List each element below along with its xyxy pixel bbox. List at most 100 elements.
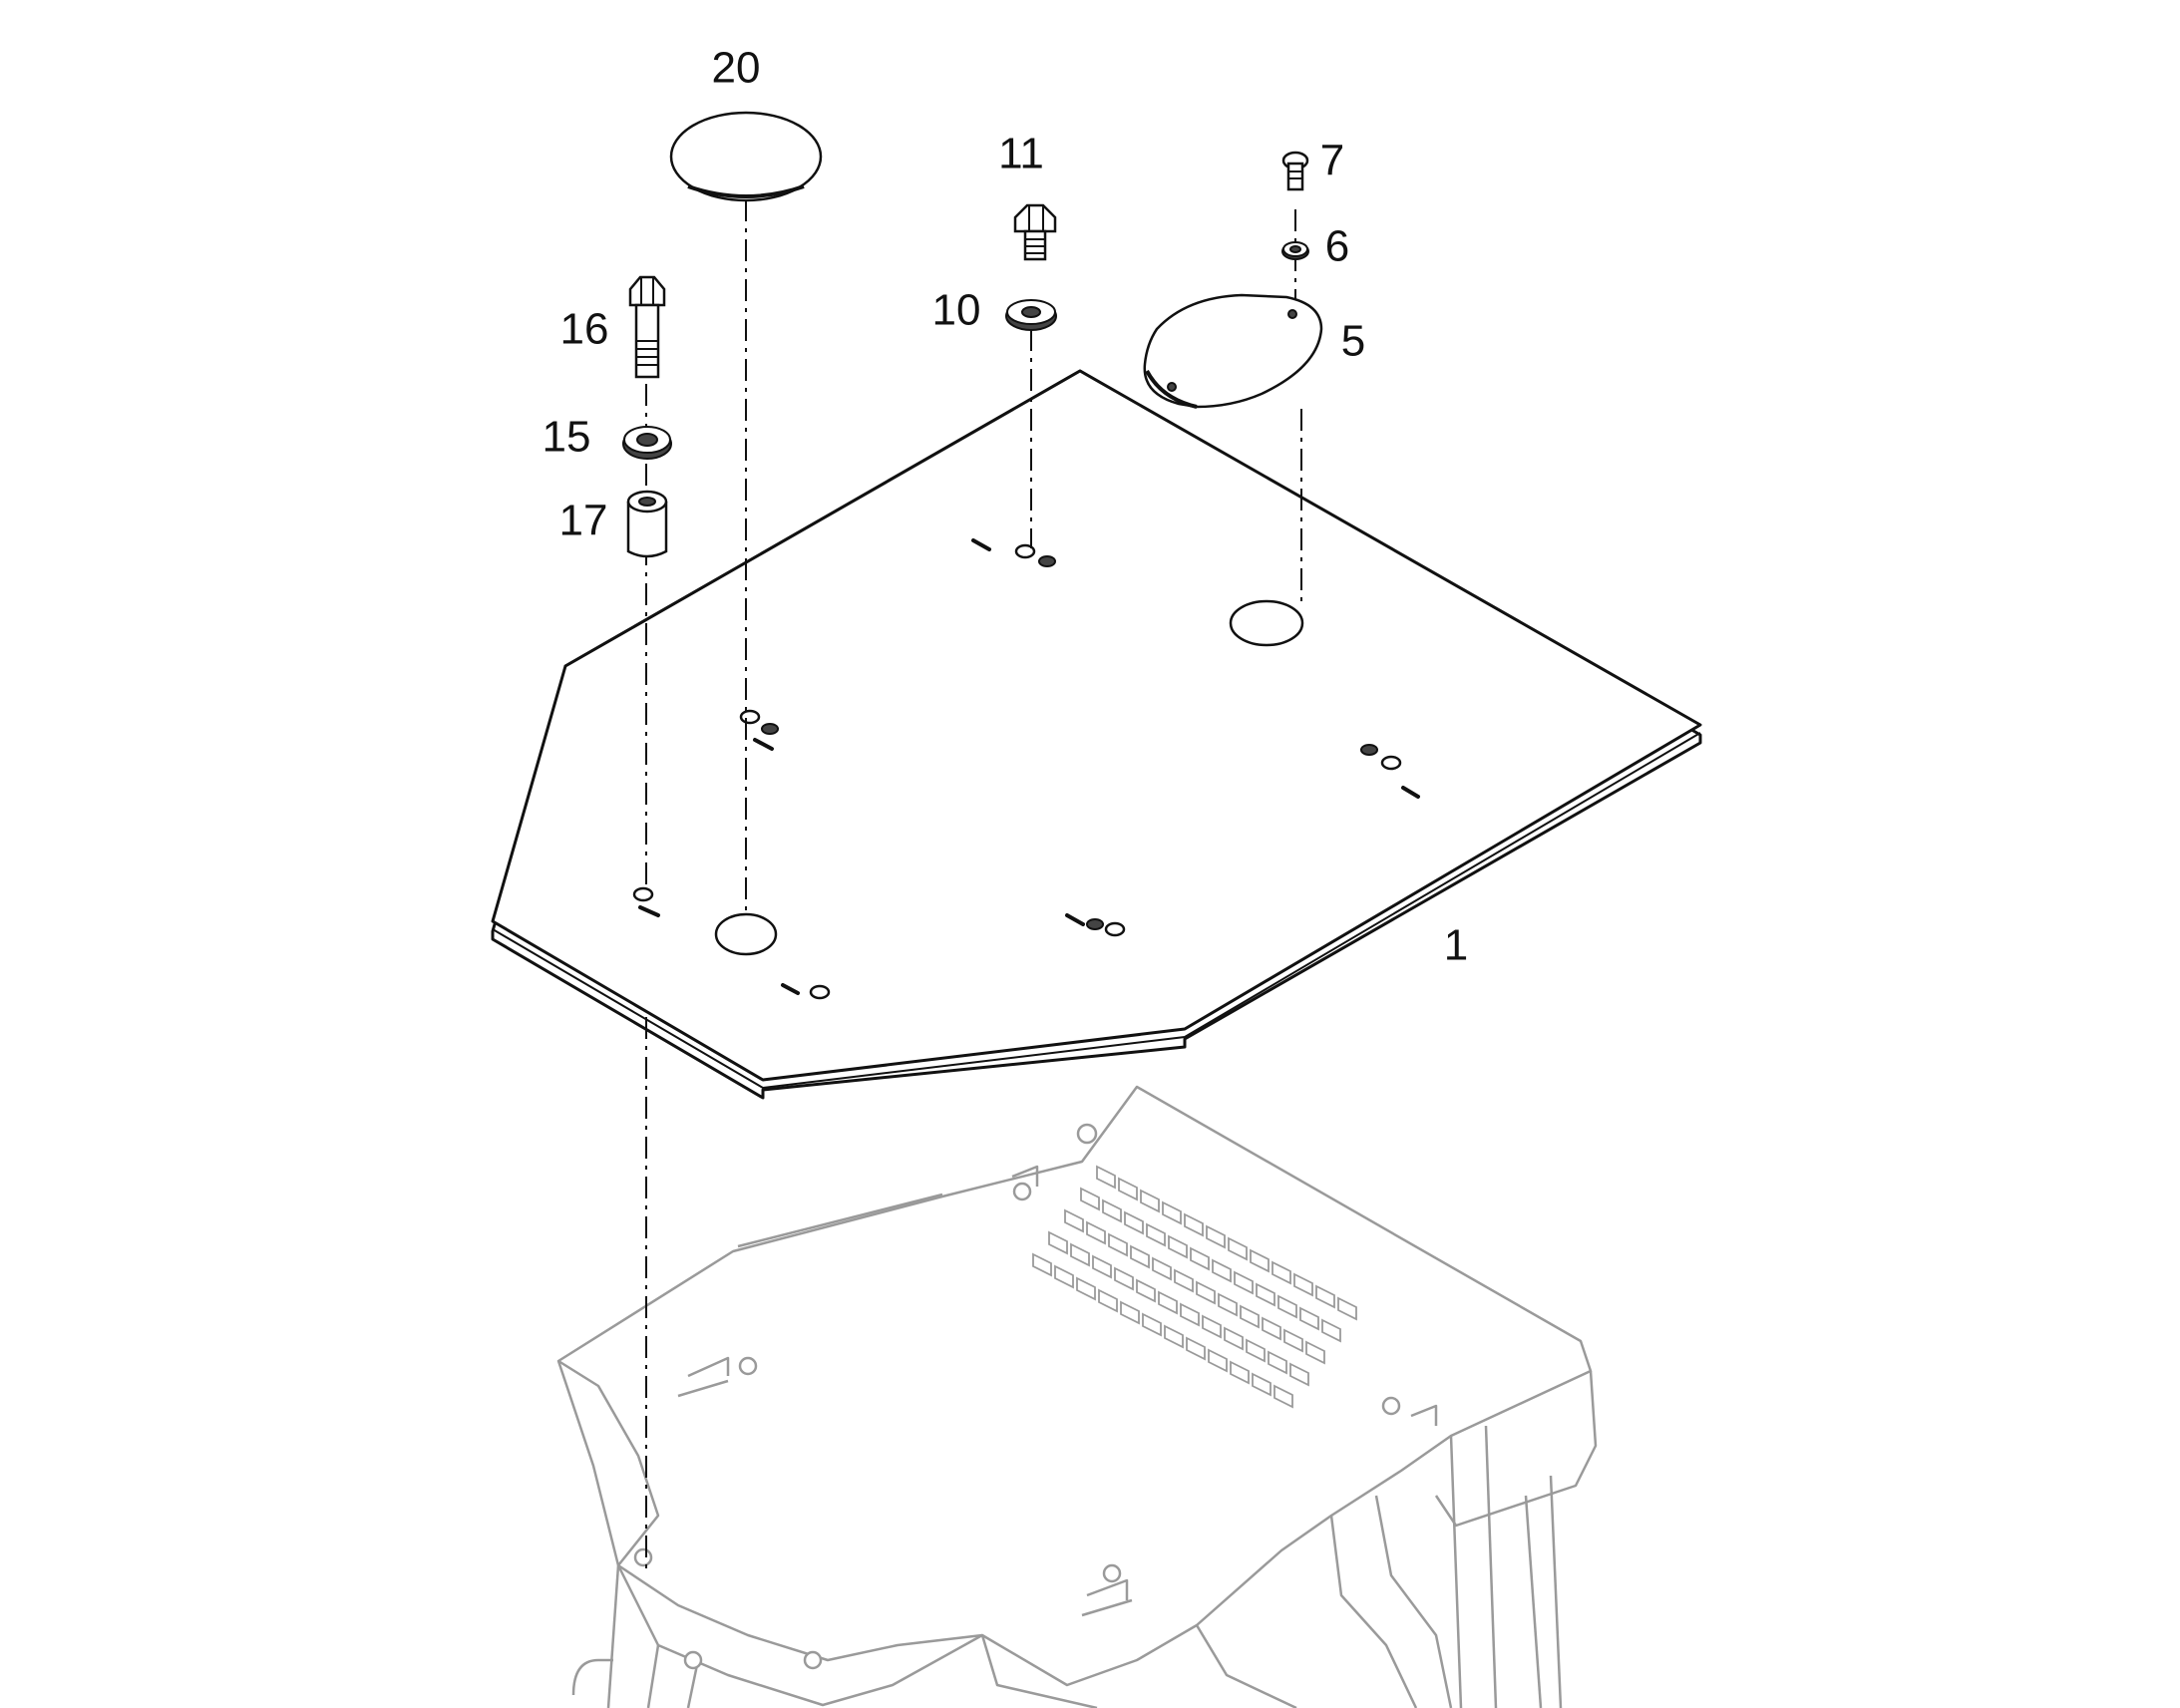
callout-6: 6 (1325, 222, 1349, 271)
vent-slot (1048, 1230, 1068, 1255)
frame-handle (571, 1658, 613, 1696)
vent-slot (1250, 1248, 1270, 1273)
vent-slot (1092, 1254, 1112, 1279)
vent-slot (1168, 1234, 1188, 1259)
part-11-bolt (1013, 203, 1057, 261)
vent-slot (1184, 1212, 1204, 1237)
vent-slot (1234, 1270, 1254, 1295)
frame-boss-2 (1012, 1182, 1032, 1201)
vent-slot (1283, 1328, 1303, 1353)
vent-slot (1076, 1276, 1096, 1301)
leader-lines (645, 199, 1302, 1570)
part-17-spacer (626, 490, 668, 558)
vent-slot (1299, 1306, 1319, 1331)
vent-slot (1218, 1292, 1238, 1317)
part-15-washer (622, 426, 672, 460)
frame-right-post-a (1449, 1435, 1463, 1708)
frame-bracket-1 (687, 1356, 730, 1378)
vent-slot (1262, 1316, 1281, 1341)
vent-slot (1252, 1372, 1272, 1397)
vent-slot (1224, 1326, 1244, 1351)
vent-slot (1064, 1208, 1084, 1233)
vent-slot (1070, 1242, 1090, 1267)
vent-slot (1230, 1360, 1250, 1385)
frame-side-panel-b (1374, 1495, 1453, 1708)
callout-1: 1 (1444, 921, 1468, 970)
vent-slot (1190, 1246, 1210, 1271)
vent-slot (1142, 1312, 1162, 1337)
frame-boss-8 (683, 1650, 703, 1670)
floor-plate-top-surface (491, 369, 1702, 1082)
floor-plate-hole-cover (1229, 599, 1304, 647)
callout-10: 10 (932, 286, 981, 335)
frame-boss-1 (738, 1356, 758, 1376)
vent-slot (1186, 1336, 1206, 1361)
callout-17: 17 (559, 497, 608, 545)
frame-vent-grid (1032, 1165, 1357, 1409)
frame-right-post-b (1484, 1425, 1498, 1708)
callout-16: 16 (560, 305, 609, 354)
vent-slot (1202, 1314, 1222, 1339)
vent-slot (1272, 1260, 1291, 1285)
callout-15: 15 (543, 413, 591, 462)
frame-top-bar (737, 1193, 943, 1248)
floor-plate-mount-holes (632, 538, 1420, 1000)
part-10-washer (1005, 299, 1057, 331)
frame-left-leg (606, 1564, 620, 1708)
frame-deck-edge (557, 1359, 660, 1566)
vent-slot (1162, 1200, 1182, 1225)
callout-20: 20 (712, 44, 761, 93)
frame-front-lower-b (1195, 1624, 1297, 1708)
vent-slot (1114, 1266, 1134, 1291)
frame-top-deck (556, 1085, 1593, 1707)
vent-slot (1118, 1177, 1138, 1201)
vent-slot (1098, 1288, 1118, 1313)
machine-frame (556, 1085, 1598, 1708)
vent-slot (1140, 1189, 1160, 1213)
callout-labels: 20 11 7 6 10 5 16 15 17 1 (543, 44, 1469, 970)
vent-slot (1032, 1252, 1052, 1277)
vent-slot (1305, 1340, 1325, 1365)
frame-boss-3 (1381, 1396, 1401, 1416)
frame-right-wall (1434, 1370, 1598, 1528)
vent-slot (1174, 1268, 1194, 1293)
frame-left-leg-b (646, 1644, 660, 1708)
vent-slot (1136, 1278, 1156, 1303)
floor-plate (491, 369, 1702, 1100)
vent-slot (1086, 1220, 1106, 1245)
part-16-bolt (628, 275, 666, 379)
vent-slot (1246, 1338, 1266, 1363)
frame-boss-7 (803, 1650, 823, 1670)
vent-slot (1196, 1280, 1216, 1305)
vent-slot (1180, 1302, 1200, 1327)
vent-slot (1337, 1296, 1357, 1321)
vent-slot (1277, 1294, 1297, 1319)
vent-slot (1120, 1300, 1140, 1325)
frame-deck-front-edge (617, 1563, 983, 1662)
frame-side-panel (1329, 1515, 1418, 1708)
frame-right-post-d (1549, 1475, 1563, 1708)
vent-slot (1158, 1290, 1178, 1315)
vent-slot (1164, 1324, 1184, 1349)
vent-slot (1212, 1258, 1232, 1283)
vent-slot (1321, 1318, 1341, 1343)
vent-slot (1054, 1264, 1074, 1289)
vent-slot (1096, 1165, 1116, 1190)
vent-slot (1130, 1244, 1150, 1269)
vent-slot (1240, 1304, 1260, 1329)
frame-bracket-2 (677, 1379, 729, 1398)
frame-bracket-4 (1086, 1578, 1129, 1600)
vent-slot (1293, 1272, 1313, 1297)
vent-slot (1146, 1222, 1166, 1247)
frame-bracket-5 (1081, 1598, 1133, 1617)
vent-slot (1256, 1282, 1275, 1307)
frame-boss-6 (1076, 1123, 1098, 1145)
vent-slot (1206, 1224, 1226, 1249)
part-7-screw (1281, 151, 1309, 191)
vent-slot (1208, 1348, 1228, 1373)
vent-slot (1080, 1187, 1100, 1211)
vent-slot (1289, 1362, 1309, 1387)
vent-slot (1273, 1384, 1293, 1409)
frame-bracket-3 (1011, 1165, 1039, 1187)
